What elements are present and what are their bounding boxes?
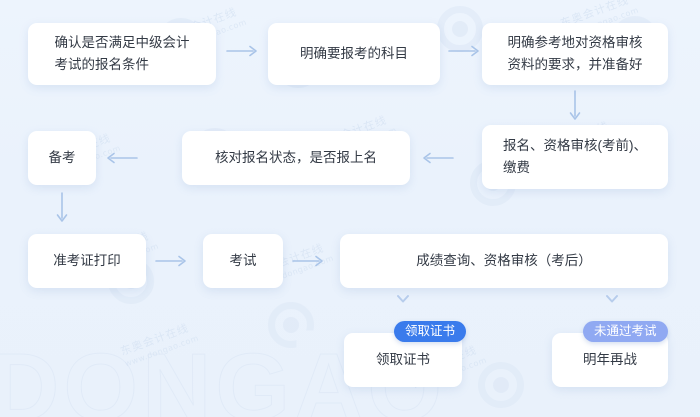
flow-node-review-requirements[interactable]: 明确参考地对资格审核 资料的要求，并准备好 <box>482 23 668 85</box>
watermark-brand: 东奥会计在线 <box>118 321 191 359</box>
watermark-logo-icon <box>478 362 524 408</box>
flow-node-check-registration-status[interactable]: 核对报名状态，是否报上名 <box>182 131 410 185</box>
flow-node-prepare-exam[interactable]: 备考 <box>28 131 96 185</box>
flow-node-retry-next-year[interactable]: 明年再战 <box>552 333 668 387</box>
flow-node-label: 备考 <box>48 150 76 165</box>
flow-node-label: 明确要报考的科目 <box>300 46 408 61</box>
chevron-down-9-10-icon <box>395 293 411 305</box>
flow-node-label: 确认是否满足中级会计 考试的报名条件 <box>54 35 190 72</box>
flow-node-register-and-pay[interactable]: 报名、资格审核(考前)、 缴费 <box>482 125 668 189</box>
arrow-down-4-7 <box>55 192 69 226</box>
flow-node-label: 领取证书 <box>376 352 430 367</box>
flow-node-score-query-post-review[interactable]: 成绩查询、资格审核（考后） <box>340 234 668 288</box>
flow-node-label: 考试 <box>229 253 257 268</box>
flow-node-print-admission-ticket[interactable]: 准考证打印 <box>28 234 146 288</box>
watermark-url: www.dongao.com <box>123 333 200 369</box>
flow-node-label: 明年再战 <box>583 352 637 367</box>
arrow-down-3-6 <box>568 90 582 124</box>
flow-node-label: 核对报名状态，是否报上名 <box>215 150 377 165</box>
flow-node-receive-certificate[interactable]: 领取证书 <box>344 333 462 387</box>
flow-node-confirm-eligibility[interactable]: 确认是否满足中级会计 考试的报名条件 <box>28 23 216 85</box>
flow-node-label: 成绩查询、资格审核（考后） <box>416 253 592 268</box>
flow-node-exam[interactable]: 考试 <box>203 234 283 288</box>
watermark-text: 东奥会计在线 www.dongao.com <box>118 317 200 368</box>
flow-node-label: 明确参考地对资格审核 资料的要求，并准备好 <box>507 35 643 72</box>
flow-node-choose-subjects[interactable]: 明确要报考的科目 <box>268 23 440 85</box>
arrow-left-6-5 <box>420 151 454 165</box>
flow-node-label: 报名、资格审核(考前)、 缴费 <box>503 138 647 175</box>
arrow-right-7-8 <box>155 254 189 268</box>
flow-node-label: 准考证打印 <box>53 253 121 268</box>
chevron-down-9-11-icon <box>604 293 620 305</box>
arrow-right-2-3 <box>448 44 482 58</box>
status-badge-passed: 领取证书 <box>394 321 467 342</box>
arrow-right-8-9 <box>292 254 326 268</box>
status-badge-failed: 未通过考试 <box>583 321 668 342</box>
watermark-logo-icon <box>268 302 314 348</box>
arrow-left-5-4 <box>104 151 138 165</box>
arrow-right-1-2 <box>226 44 260 58</box>
